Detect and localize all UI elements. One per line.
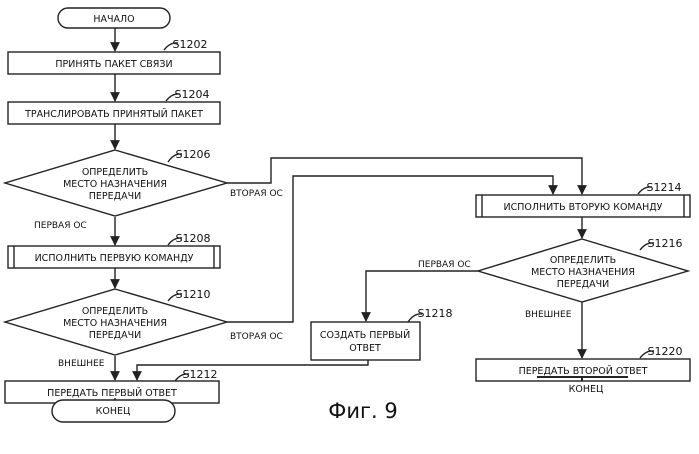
decision-2-down-label: ВНЕШНЕЕ xyxy=(58,359,105,369)
decision-3-down-label: ВНЕШНЕЕ xyxy=(525,310,572,320)
step-s1202: S1202 xyxy=(173,38,208,51)
start-terminal: НАЧАЛО xyxy=(58,8,170,28)
receive-packet-label: ПРИНЯТЬ ПАКЕТ СВЯЗИ xyxy=(55,59,172,70)
translate-packet-box: ТРАНСЛИРОВАТЬ ПРИНЯТЫЙ ПАКЕТ xyxy=(8,102,220,124)
decision-1-right-label: ВТОРАЯ ОС xyxy=(230,189,283,199)
send-second-response-box: ПЕРЕДАТЬ ВТОРОЙ ОТВЕТ xyxy=(476,359,690,381)
decision-2-line3: ПЕРЕДАЧИ xyxy=(89,330,141,341)
create-first-response-box: СОЗДАТЬ ПЕРВЫЙ ОТВЕТ xyxy=(311,322,420,360)
decision-2-line2: МЕСТО НАЗНАЧЕНИЯ xyxy=(63,318,167,329)
end-right-label: КОНЕЦ xyxy=(569,384,604,395)
translate-packet-label: ТРАНСЛИРОВАТЬ ПРИНЯТЫЙ ПАКЕТ xyxy=(24,108,203,120)
start-label: НАЧАЛО xyxy=(93,14,134,25)
figure-caption: Фиг. 9 xyxy=(328,399,397,423)
end-left-label: КОНЕЦ xyxy=(96,406,131,417)
create-first-response-line2: ОТВЕТ xyxy=(349,343,381,354)
decision-1-down-label: ПЕРВАЯ ОС xyxy=(34,221,87,231)
decision-1-line3: ПЕРЕДАЧИ xyxy=(89,191,141,202)
send-second-response-label: ПЕРЕДАТЬ ВТОРОЙ ОТВЕТ xyxy=(519,365,648,377)
decision-3-line2: МЕСТО НАЗНАЧЕНИЯ xyxy=(531,267,635,278)
decision-2-line1: ОПРЕДЕЛИТЬ xyxy=(82,306,148,317)
exec-second-command-label: ИСПОЛНИТЬ ВТОРУЮ КОМАНДУ xyxy=(504,202,663,213)
exec-first-command-label: ИСПОЛНИТЬ ПЕРВУЮ КОМАНДУ xyxy=(35,253,194,264)
send-first-response-label: ПЕРЕДАТЬ ПЕРВЫЙ ОТВЕТ xyxy=(47,387,177,399)
decision-2-right-label: ВТОРАЯ ОС xyxy=(230,332,283,342)
decision-3-line1: ОПРЕДЕЛИТЬ xyxy=(550,255,616,266)
exec-second-command-box: ИСПОЛНИТЬ ВТОРУЮ КОМАНДУ xyxy=(476,195,690,217)
decision-1-line1: ОПРЕДЕЛИТЬ xyxy=(82,167,148,178)
decision-1-line2: МЕСТО НАЗНАЧЕНИЯ xyxy=(63,179,167,190)
decision-3-left-label: ПЕРВАЯ ОС xyxy=(418,260,471,270)
receive-packet-box: ПРИНЯТЬ ПАКЕТ СВЯЗИ xyxy=(8,52,220,74)
decision-3-line3: ПЕРЕДАЧИ xyxy=(557,279,609,290)
step-s1218: S1218 xyxy=(418,307,453,320)
end-terminal-left: КОНЕЦ xyxy=(52,398,175,422)
create-first-response-line1: СОЗДАТЬ ПЕРВЫЙ xyxy=(320,329,410,341)
exec-first-command-box: ИСПОЛНИТЬ ПЕРВУЮ КОМАНДУ xyxy=(8,246,220,268)
